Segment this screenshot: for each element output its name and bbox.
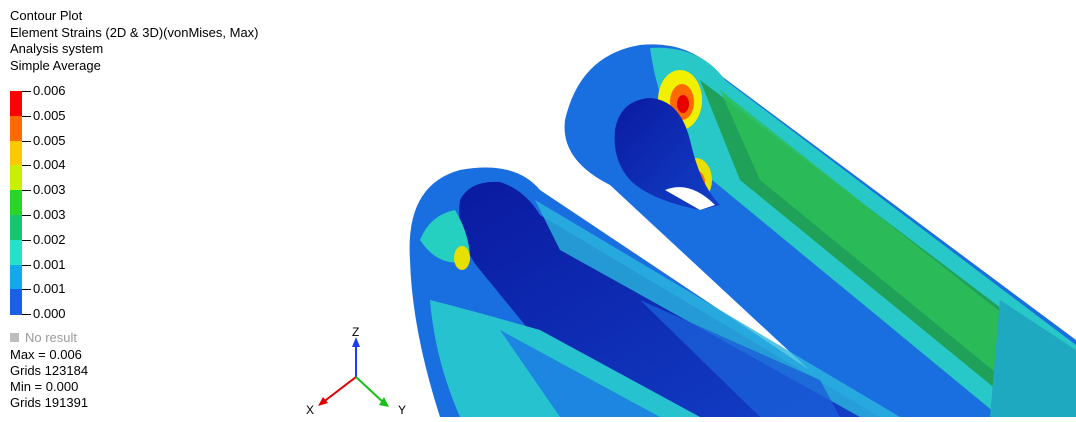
legend-color-band	[10, 289, 22, 315]
legend-label: 0.001	[33, 281, 66, 297]
min-grid: Grids 191391	[10, 395, 89, 410]
no-result-entry: No result	[10, 330, 77, 345]
coordinate-system: Analysis system	[10, 41, 104, 56]
legend-color-band	[10, 140, 22, 166]
stats-block: Max = 0.006 Grids 123184 Min = 0.000 Gri…	[10, 347, 88, 411]
averaging-method: Simple Average	[10, 57, 101, 73]
upper-arm	[564, 44, 1076, 417]
min-value: Min = 0.000	[10, 379, 79, 394]
y-axis-arrow	[379, 397, 389, 407]
legend-label: 0.002	[33, 231, 66, 247]
legend-tick	[22, 115, 31, 117]
legend-label: 0.004	[33, 157, 66, 173]
legend-tick	[22, 215, 31, 216]
axis-triad: Z X Y	[300, 325, 420, 417]
y-axis-line	[355, 376, 385, 404]
legend-label: 0.000	[33, 306, 66, 322]
legend-tick	[22, 264, 31, 266]
legend-label: 0.005	[33, 132, 66, 148]
legend-tick	[22, 190, 31, 192]
x-axis-line	[321, 376, 357, 404]
legend-color-band	[10, 91, 22, 117]
legend-tick	[22, 289, 31, 291]
legend-label: 0.003	[33, 207, 66, 222]
x-axis-arrow	[318, 397, 328, 406]
legend-tick	[22, 165, 31, 167]
legend-tick	[22, 314, 31, 316]
result-type: Element Strains (2D & 3D)(vonMises, Max)	[10, 24, 259, 40]
legend-tick	[22, 239, 31, 241]
legend-color-band	[10, 239, 22, 266]
z-axis-arrow	[352, 337, 360, 347]
legend-label: 0.005	[33, 107, 66, 123]
max-grid: Grids 123184	[10, 363, 89, 378]
lower-arm	[409, 167, 900, 417]
plot-header: Contour Plot Element Strains (2D & 3D)(v…	[10, 8, 259, 74]
legend-color-band	[10, 115, 22, 142]
x-axis-label: X	[306, 403, 315, 417]
legend-label: 0.003	[33, 182, 66, 198]
plot-title: Contour Plot	[10, 8, 83, 23]
legend-tick	[22, 140, 31, 142]
no-result-label: No result	[25, 330, 78, 345]
z-axis-label: Z	[352, 325, 360, 339]
legend-color-band	[10, 215, 22, 241]
legend-label: 0.001	[33, 256, 66, 272]
legend-color-band	[10, 190, 22, 216]
no-result-swatch	[10, 333, 19, 342]
legend-color-band	[10, 165, 22, 191]
legend-color-band	[10, 264, 22, 290]
y-axis-label: Y	[398, 403, 407, 417]
max-value: Max = 0.006	[10, 347, 82, 362]
legend-label: 0.006	[33, 83, 66, 98]
legend-tick	[22, 91, 31, 92]
contour-legend[interactable]: 0.006 0.005 0.005 0.004 0.003 0.003 0.002 0.001…	[10, 83, 130, 323]
